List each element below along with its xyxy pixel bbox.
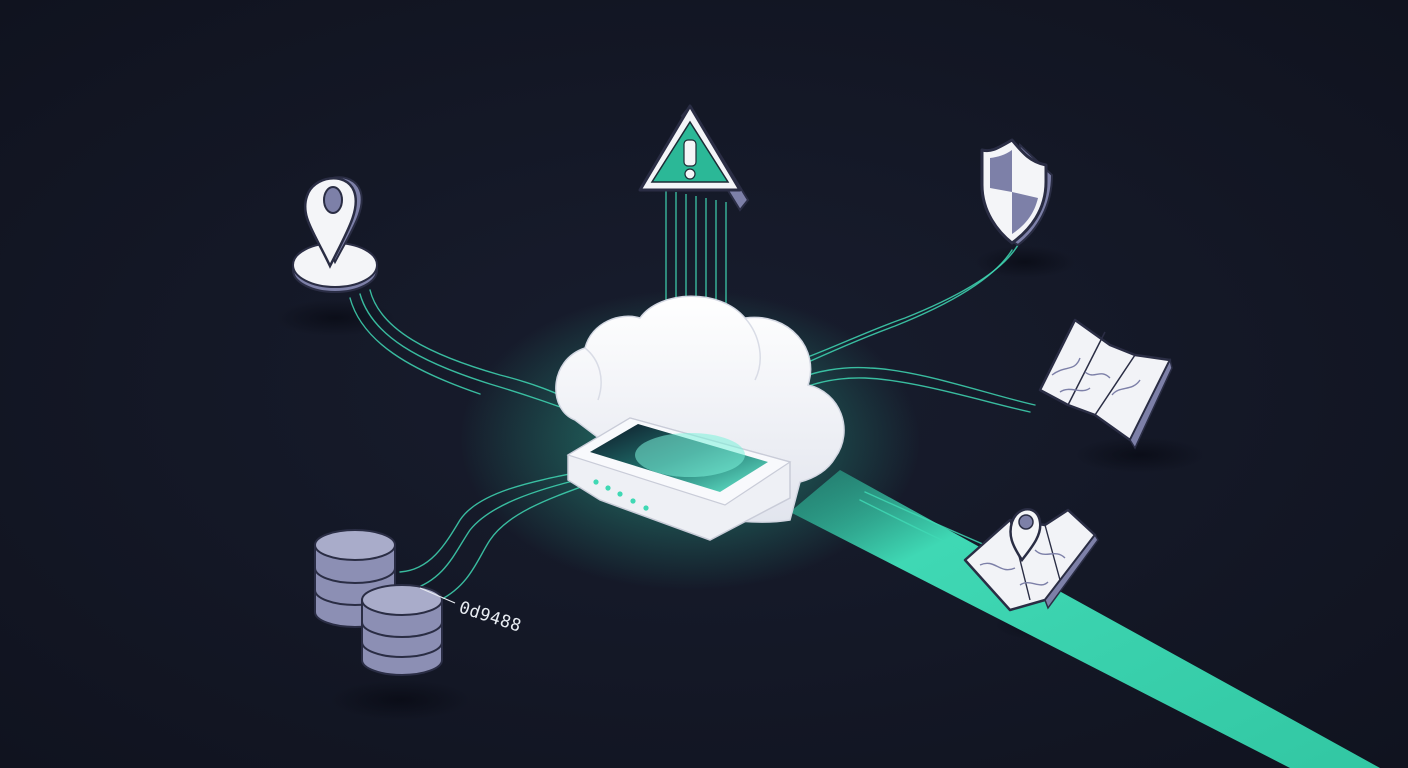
- folded-map-icon: [1038, 318, 1173, 450]
- location-pin-icon: [292, 176, 378, 293]
- database-icon: [314, 529, 456, 676]
- router-icon: [566, 417, 792, 541]
- map-pin-icon: [963, 508, 1099, 612]
- data-beam: [790, 470, 1380, 768]
- shield-icon: [980, 138, 1054, 247]
- warning-icon: [638, 104, 750, 212]
- connection-lines: [349, 244, 1036, 601]
